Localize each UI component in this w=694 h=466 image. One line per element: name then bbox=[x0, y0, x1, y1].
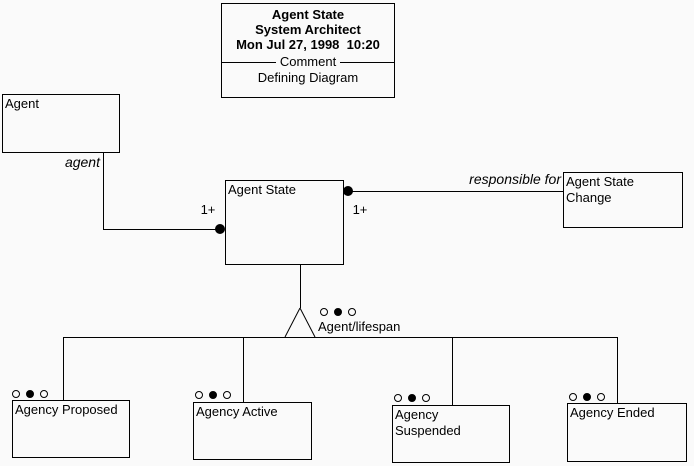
diagram-timestamp: Mon Jul 27, 1998 10:20 bbox=[236, 37, 380, 52]
cardinality-dot-icon bbox=[343, 186, 353, 196]
subtype-label-agent-lifespan: Agent/lifespan bbox=[318, 319, 401, 334]
circle-open-icon bbox=[195, 391, 203, 399]
entity-box-agent-state-change[interactable]: Agent State Change bbox=[563, 172, 683, 228]
circle-open-icon bbox=[320, 308, 328, 316]
circle-filled-icon bbox=[583, 393, 591, 401]
connector-agent-vertical[interactable] bbox=[103, 153, 104, 229]
entity-label: Agent State Change bbox=[566, 174, 634, 205]
entity-label: Agent bbox=[5, 96, 39, 111]
subtype-indicator-circles bbox=[195, 391, 231, 399]
connector-drop-active[interactable] bbox=[243, 337, 244, 402]
entity-label: Agency Proposed bbox=[15, 402, 118, 417]
circle-open-icon bbox=[394, 394, 402, 402]
entity-label: Agent State bbox=[228, 182, 296, 197]
circle-filled-icon bbox=[408, 394, 416, 402]
subtype-indicator-circles bbox=[569, 393, 605, 401]
separator-rule-left bbox=[222, 61, 276, 63]
circle-open-icon bbox=[348, 308, 356, 316]
diagram-name: Agent State bbox=[271, 7, 345, 22]
circle-open-icon bbox=[223, 391, 231, 399]
entity-label: Agency Ended bbox=[570, 405, 655, 420]
subtype-indicator-circles bbox=[394, 394, 430, 402]
entity-box-agency-proposed[interactable]: Agency Proposed bbox=[12, 400, 130, 458]
connector-agent-horizontal[interactable] bbox=[103, 229, 216, 230]
role-label-responsible-for: responsible for bbox=[469, 171, 561, 187]
circle-open-icon bbox=[12, 390, 20, 398]
circle-open-icon bbox=[422, 394, 430, 402]
entity-box-agency-ended[interactable]: Agency Ended bbox=[567, 403, 687, 462]
connector-subtype-rail[interactable] bbox=[63, 337, 618, 338]
entity-label: Agency Suspended bbox=[395, 407, 461, 438]
entity-box-agent[interactable]: Agent bbox=[2, 94, 120, 153]
role-label-agent: agent bbox=[64, 154, 100, 170]
entity-box-agent-state[interactable]: Agent State bbox=[225, 180, 344, 265]
diagram-title-box[interactable]: Agent State System Architect Mon Jul 27,… bbox=[221, 3, 395, 98]
entity-box-agency-suspended[interactable]: Agency Suspended bbox=[392, 405, 510, 463]
separator-rule-right bbox=[340, 61, 395, 63]
cardinality-dot-icon bbox=[215, 224, 225, 234]
comment-separator-label: Comment bbox=[279, 54, 337, 69]
circle-filled-icon bbox=[209, 391, 217, 399]
connector-drop-suspended[interactable] bbox=[452, 337, 453, 405]
entity-label: Agency Active bbox=[196, 404, 278, 419]
connector-subtype-stem[interactable] bbox=[300, 265, 301, 308]
subtype-fork-icon bbox=[284, 307, 316, 338]
connector-responsible-horizontal[interactable] bbox=[349, 191, 563, 192]
subtype-indicator-circles bbox=[320, 308, 356, 316]
entity-box-agency-active[interactable]: Agency Active bbox=[193, 402, 312, 460]
connector-drop-ended[interactable] bbox=[617, 337, 618, 403]
tool-name: System Architect bbox=[255, 22, 361, 37]
cardinality-label-left: 1+ bbox=[200, 202, 216, 217]
comment-text: Defining Diagram bbox=[257, 70, 359, 85]
circle-open-icon bbox=[40, 390, 48, 398]
circle-filled-icon bbox=[26, 390, 34, 398]
circle-open-icon bbox=[569, 393, 577, 401]
subtype-indicator-circles bbox=[12, 390, 48, 398]
circle-filled-icon bbox=[334, 308, 342, 316]
circle-open-icon bbox=[597, 393, 605, 401]
cardinality-label-right: 1+ bbox=[352, 202, 368, 217]
connector-drop-proposed[interactable] bbox=[63, 337, 64, 400]
comment-separator: Comment bbox=[222, 54, 395, 69]
